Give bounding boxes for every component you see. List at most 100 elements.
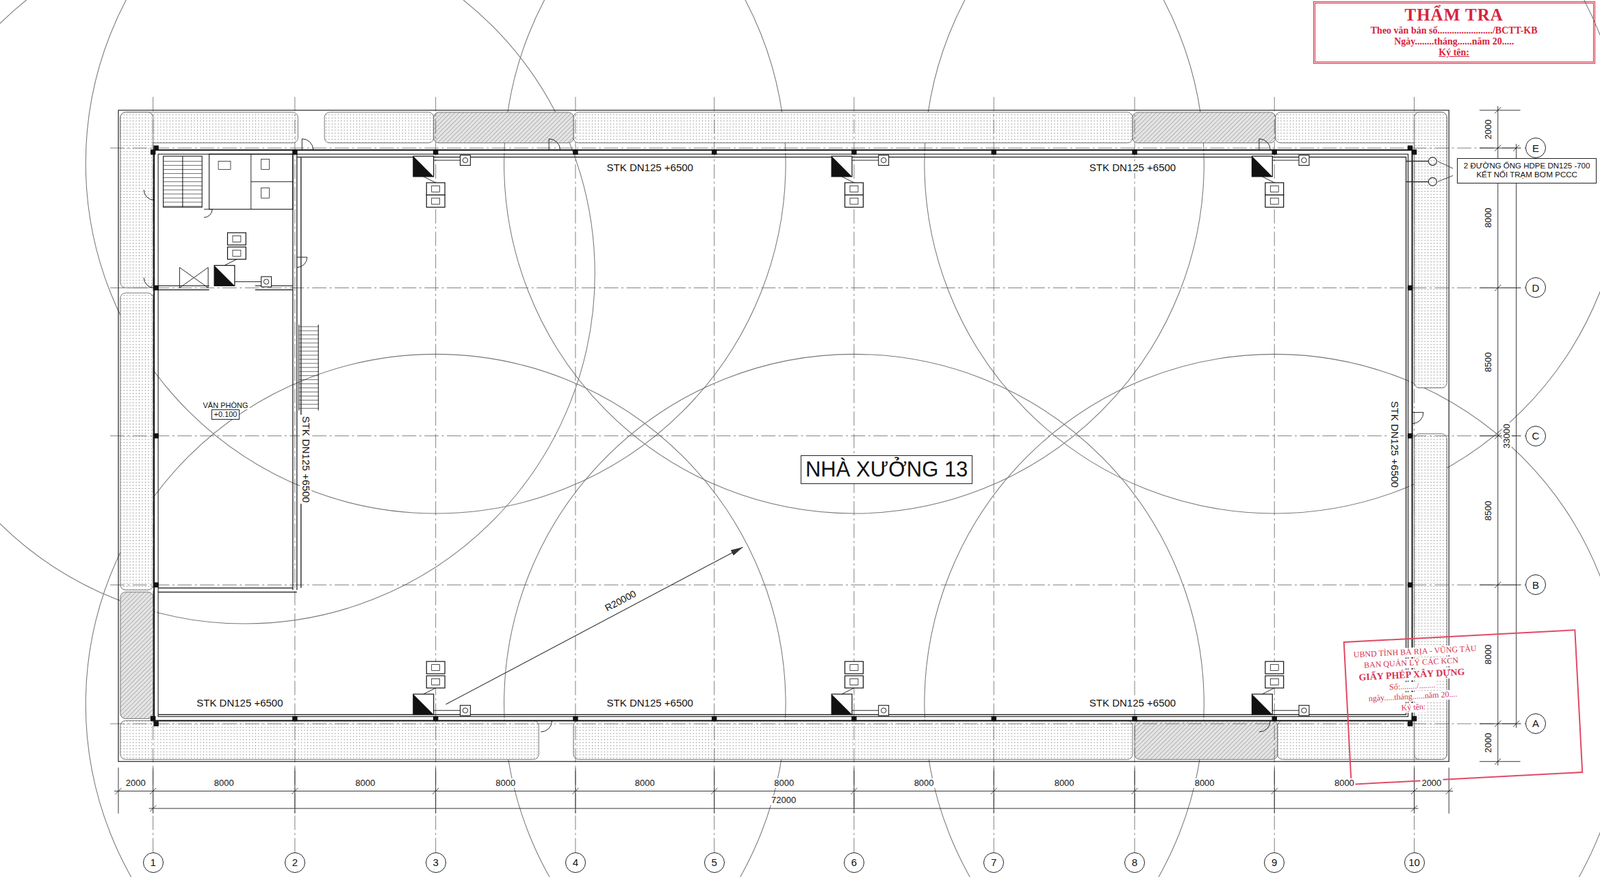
fire-hydrant-cabinet [831, 155, 889, 208]
grid-axis-bubble: A [1525, 713, 1546, 734]
plan-line [845, 661, 864, 674]
office-partitions [158, 153, 319, 592]
plan-line [1301, 157, 1307, 163]
dimension-label: 2000 [1483, 730, 1494, 754]
column [1272, 149, 1277, 154]
plan-line [158, 157, 1406, 715]
pipe-label: STK DN125 +6500 [605, 161, 695, 174]
plan-line [426, 661, 445, 674]
plan-line [431, 664, 441, 671]
column [153, 145, 159, 150]
radius-arrow [446, 546, 744, 705]
grid-axis-bubble: 3 [425, 852, 447, 873]
dimension-label: 8000 [772, 777, 796, 787]
door-swing [540, 720, 552, 732]
door-swing [1259, 138, 1271, 150]
green-strip [573, 720, 1133, 760]
plan-line [214, 265, 235, 287]
dimension-label: 8000 [1333, 777, 1356, 787]
dimension-tick [114, 767, 122, 814]
plan-line [1265, 675, 1284, 688]
plan-line [431, 678, 441, 686]
plan-line [459, 155, 471, 166]
column [1272, 715, 1277, 721]
column [153, 720, 159, 726]
plan-line [227, 247, 246, 260]
dimension-lines [114, 106, 1521, 814]
plan-line [831, 156, 853, 177]
window [165, 717, 283, 719]
grid-line [713, 97, 715, 853]
plan-line [841, 687, 855, 694]
fire-hydrant-cabinet [1251, 155, 1309, 208]
column [1131, 149, 1137, 154]
paved-strip [1134, 720, 1278, 760]
dimension-tick [1479, 284, 1521, 291]
fire-hydrant-cabinet [831, 661, 889, 716]
door-swing [301, 138, 313, 150]
column [1411, 715, 1417, 721]
plan-line [158, 285, 293, 290]
door-swing [297, 257, 308, 268]
green-strip [120, 112, 154, 288]
radius-label: R20000 [601, 587, 639, 614]
column [1407, 433, 1413, 438]
dimension-label: 8500 [1483, 350, 1494, 373]
plan-line [880, 157, 886, 163]
plan-line [431, 185, 441, 192]
door-swing [1259, 720, 1271, 732]
plan-line [1301, 707, 1307, 713]
plan-line [426, 195, 445, 208]
column [991, 715, 997, 721]
grid-line [110, 723, 1526, 725]
dimension-label: 8000 [1483, 642, 1494, 666]
axis-label: 9 [1271, 856, 1277, 868]
window [1005, 151, 1123, 153]
plan-line [1270, 185, 1279, 192]
plan-line [1406, 161, 1429, 183]
plan-line [423, 176, 436, 183]
plan-line [841, 176, 855, 183]
plan-line [158, 587, 298, 592]
plan-line [299, 326, 319, 408]
axis-label: 5 [711, 856, 718, 868]
fire-hydrant-cabinet [413, 661, 471, 716]
fire-hydrant-cabinet [1251, 661, 1309, 716]
plan-line [299, 324, 319, 410]
plan-line [1261, 176, 1275, 183]
plan-line [1270, 197, 1279, 204]
axis-label: 4 [572, 856, 579, 868]
plan-line [224, 259, 237, 266]
plan-line [845, 182, 864, 196]
plan-line [1272, 160, 1299, 161]
door-swing [143, 189, 154, 200]
door-swing [1412, 411, 1424, 423]
window [155, 596, 157, 712]
room-label: VĂN PHÒNG+0.100 [201, 401, 250, 420]
plan-line [849, 678, 859, 686]
grid-axis-bubble: 2 [284, 852, 306, 873]
dimension-tick [850, 767, 857, 814]
column [572, 149, 578, 154]
column [851, 715, 857, 721]
dimension-tick [1479, 107, 1521, 114]
plan-line [179, 267, 209, 289]
plan-line [1251, 693, 1273, 715]
grid-axis-bubble: 8 [1124, 852, 1145, 873]
plan-line [459, 704, 471, 716]
grid-axis-bubble: 6 [843, 852, 865, 873]
stamp-text: THẨM TRA [1402, 5, 1505, 26]
plan-line [1270, 664, 1279, 671]
column [153, 582, 159, 588]
plan-line [1428, 177, 1437, 186]
plan-line [413, 156, 434, 177]
dimension-label: 2000 [124, 777, 148, 787]
plan-line [1251, 693, 1273, 715]
window [587, 151, 703, 153]
plan-line [232, 235, 241, 242]
stamp-text: Số:......../........ [1387, 680, 1438, 693]
plan-line [232, 249, 241, 256]
plan-line [261, 276, 272, 287]
plan-line [1513, 145, 1520, 727]
grid-line [110, 287, 1526, 289]
